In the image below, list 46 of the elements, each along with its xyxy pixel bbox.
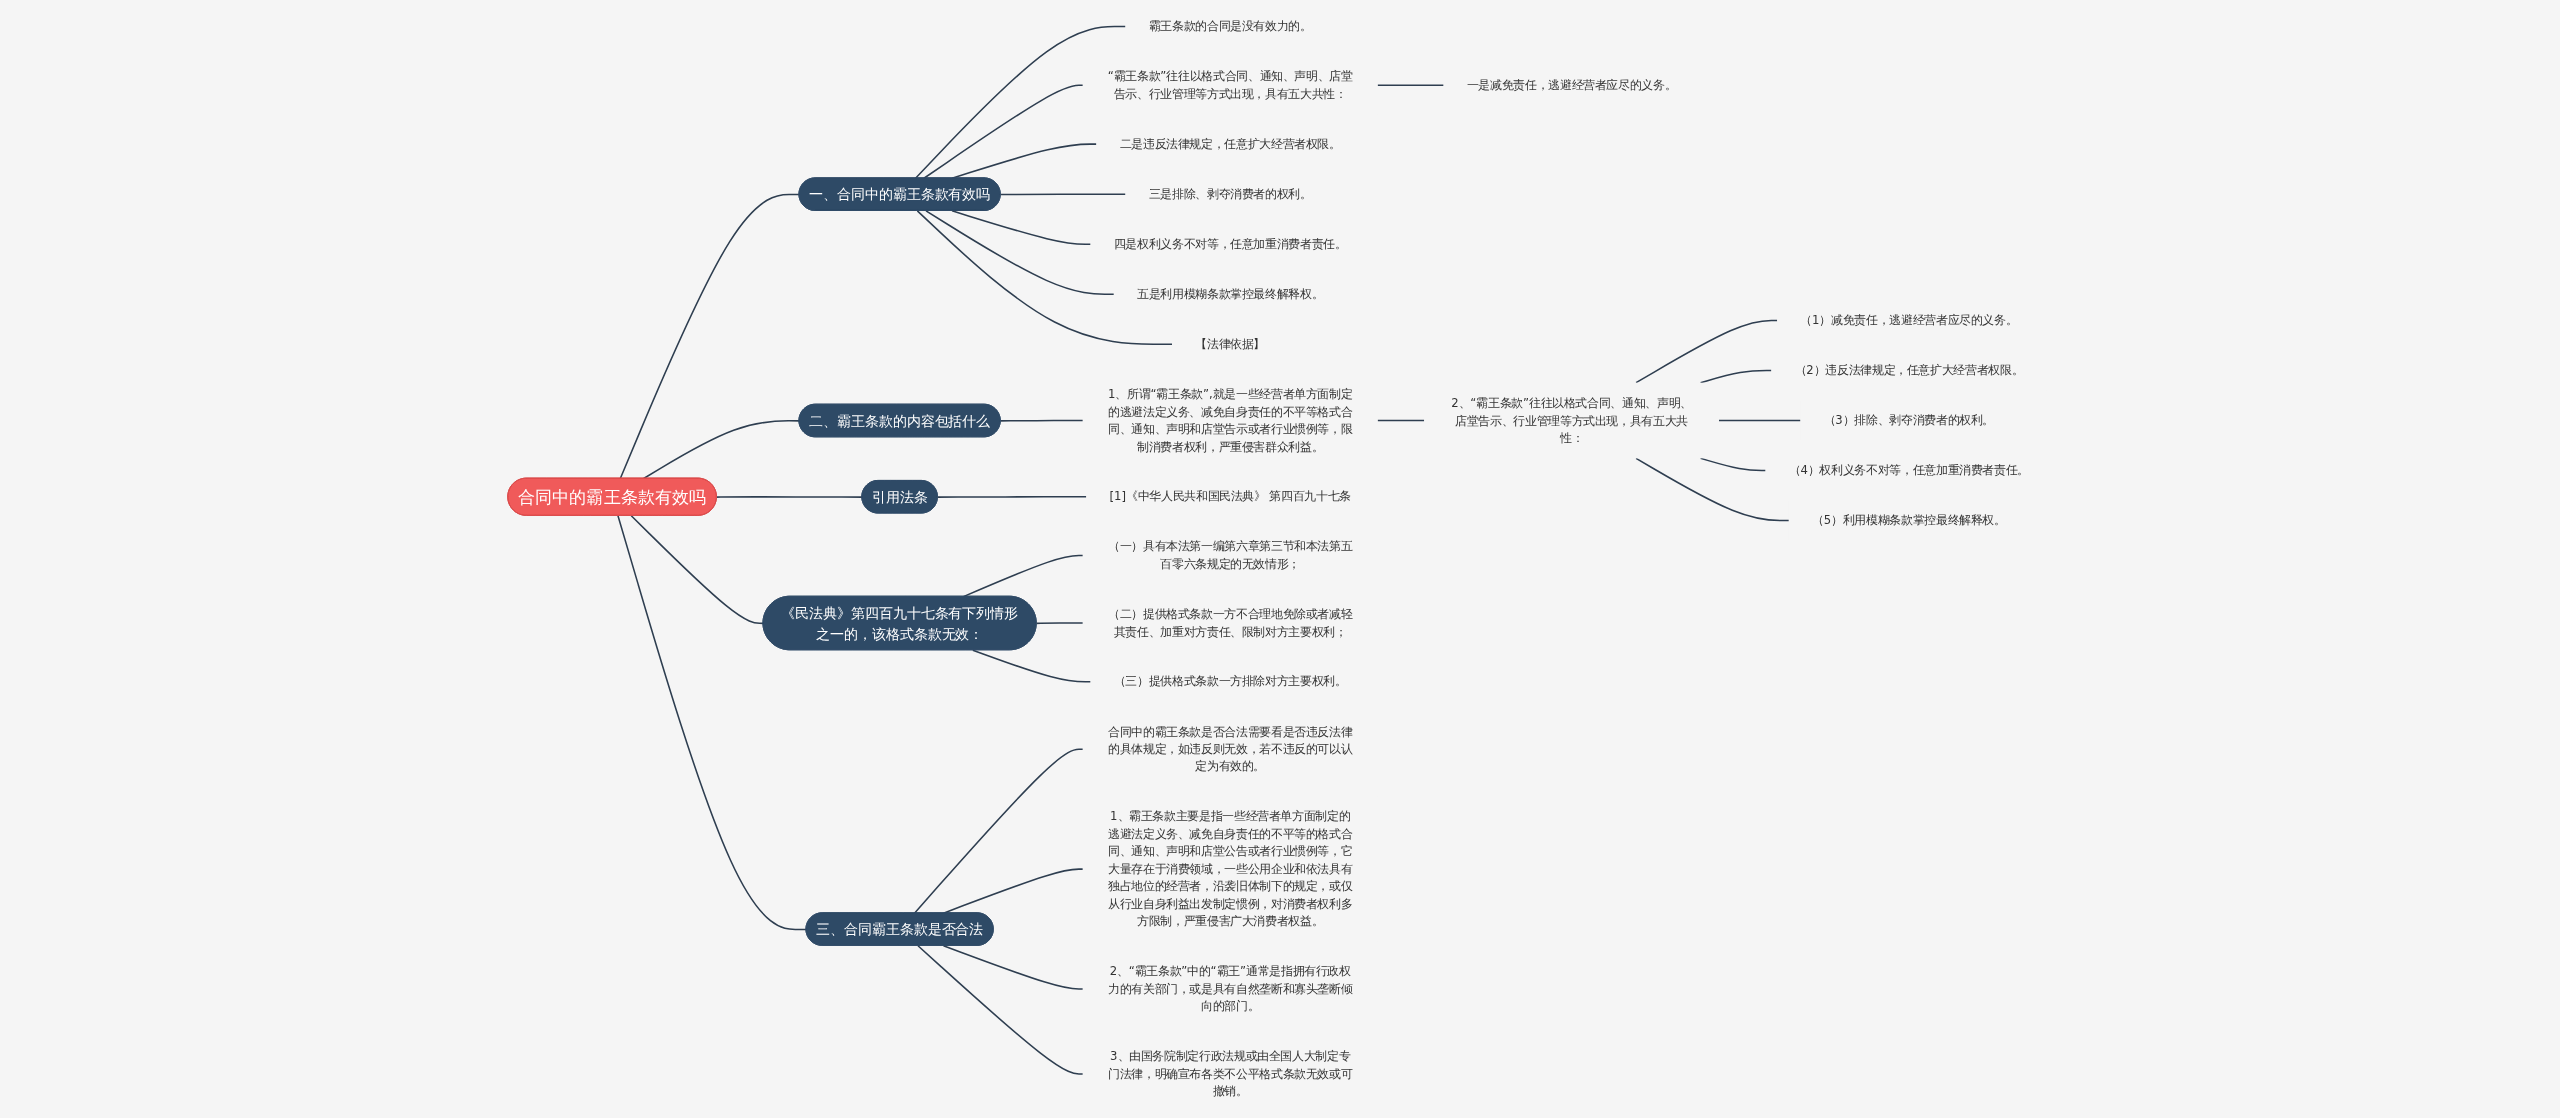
connector xyxy=(619,193,801,480)
connector xyxy=(916,210,1173,346)
connector xyxy=(917,945,1084,1075)
node-text: “霸王条款”往往以格式合同、通知、声明、店堂告示、行业管理等方式出现，具有五大共性： xyxy=(1107,69,1353,101)
connector xyxy=(1635,319,1778,384)
node-text: （一）具有本法第一编第六章第三节和本法第五百零六条规定的无效情形； xyxy=(1108,539,1353,572)
node-text: （5）利用模糊条款掌控最终解释权。 xyxy=(1812,513,2006,528)
connector xyxy=(642,420,801,480)
node-text: [1]《中华人民共和国民法典》 第四百九十七条 xyxy=(1109,489,1351,504)
node-text: 3、由国务院制定行政法规或由全国人大制定专门法律，明确宣布各类不公平格式条款无效或可撤销。 xyxy=(1108,1049,1353,1099)
connector xyxy=(999,419,1084,422)
node-text: 一是减免责任，逃避经营者应尽的义务。 xyxy=(1466,78,1677,93)
connector xyxy=(937,495,1088,498)
connector xyxy=(630,514,765,625)
connector xyxy=(1699,457,1767,472)
node-text: 五是利用模糊条款掌控最终解释权。 xyxy=(1137,287,1324,302)
node-text: （二）提供格式条款一方不合理地免除或者减轻其责任、加重对方责任、限制对方主要权利； xyxy=(1108,607,1353,639)
node-text: 合同中的霸王条款是否合法需要看是否违反法律的具体规定，如违反则无效，若不违反的可以认定为有效的。 xyxy=(1108,724,1353,774)
connector xyxy=(1376,84,1445,87)
connector xyxy=(913,748,1084,914)
node-text: 1、霸王条款主要是指一些经营者单方面制定的逃避法定义务、减免自身责任的不平等的格式合同、通知、声明和店堂公告或者行业惯例等，它大量存在于消费领域，一些公用企业和依法具有独占地位的经营者，沿袭旧体制下的规定，或仅从行业自身利益出发制定惯例，对消费者权利多方限制，严重侵害广大消费者权益。 xyxy=(1108,809,1353,929)
node-text: （三）提供格式条款一方排除对方主要权利。 xyxy=(1113,674,1347,689)
node-text: （3）排除、剥夺消费者的权利。 xyxy=(1823,413,1995,428)
node-text: （1）减免责任，逃避经营者应尽的义务。 xyxy=(1800,313,2018,328)
connector xyxy=(999,193,1127,196)
connector xyxy=(1699,369,1773,384)
node-text: 二是违反法律规定，任意扩大经营者权限。 xyxy=(1119,136,1341,151)
node-text: 三是排除、剥夺消费者的权利。 xyxy=(1148,186,1312,201)
connector xyxy=(942,945,1084,990)
connector xyxy=(925,210,1115,295)
node-text: （2）违反法律规定，任意扩大经营者权限。 xyxy=(1794,363,2024,378)
connector xyxy=(716,496,863,498)
node-text: 2、“霸王条款”中的“霸王”通常是指拥有行政权力的有关部门，或是具有自然垄断和寡头垄断倾向的部门。 xyxy=(1108,964,1353,1014)
node-text: 1、所谓“霸王条款”,就是一些经营者单方面制定的逃避法定义务、减免自身责任的不平等格式合同、通知、声明和店堂告示或者行业惯例等，限制消费者权利，严重侵害群众利益。 xyxy=(1108,387,1353,454)
connector xyxy=(1035,622,1084,625)
node-text: 霸王条款的合同是没有效力的。 xyxy=(1148,19,1312,34)
connector xyxy=(1635,457,1790,522)
node-text: 四是权利义务不对等，任意加重消费者责任。 xyxy=(1113,237,1347,251)
node-text: 2、“霸王条款”往往以格式合同、通知、声明、店堂告示、行业管理等方式出现，具有五大共性： xyxy=(1451,395,1692,445)
connector xyxy=(951,210,1092,245)
connector xyxy=(962,554,1084,598)
node-text: （4）权利义务不对等，任意加重消费者责任。 xyxy=(1788,463,2029,478)
connector xyxy=(1718,419,1802,422)
connector xyxy=(972,649,1092,683)
node-text: 【法律依据】 xyxy=(1195,337,1266,352)
connector xyxy=(1376,419,1425,422)
